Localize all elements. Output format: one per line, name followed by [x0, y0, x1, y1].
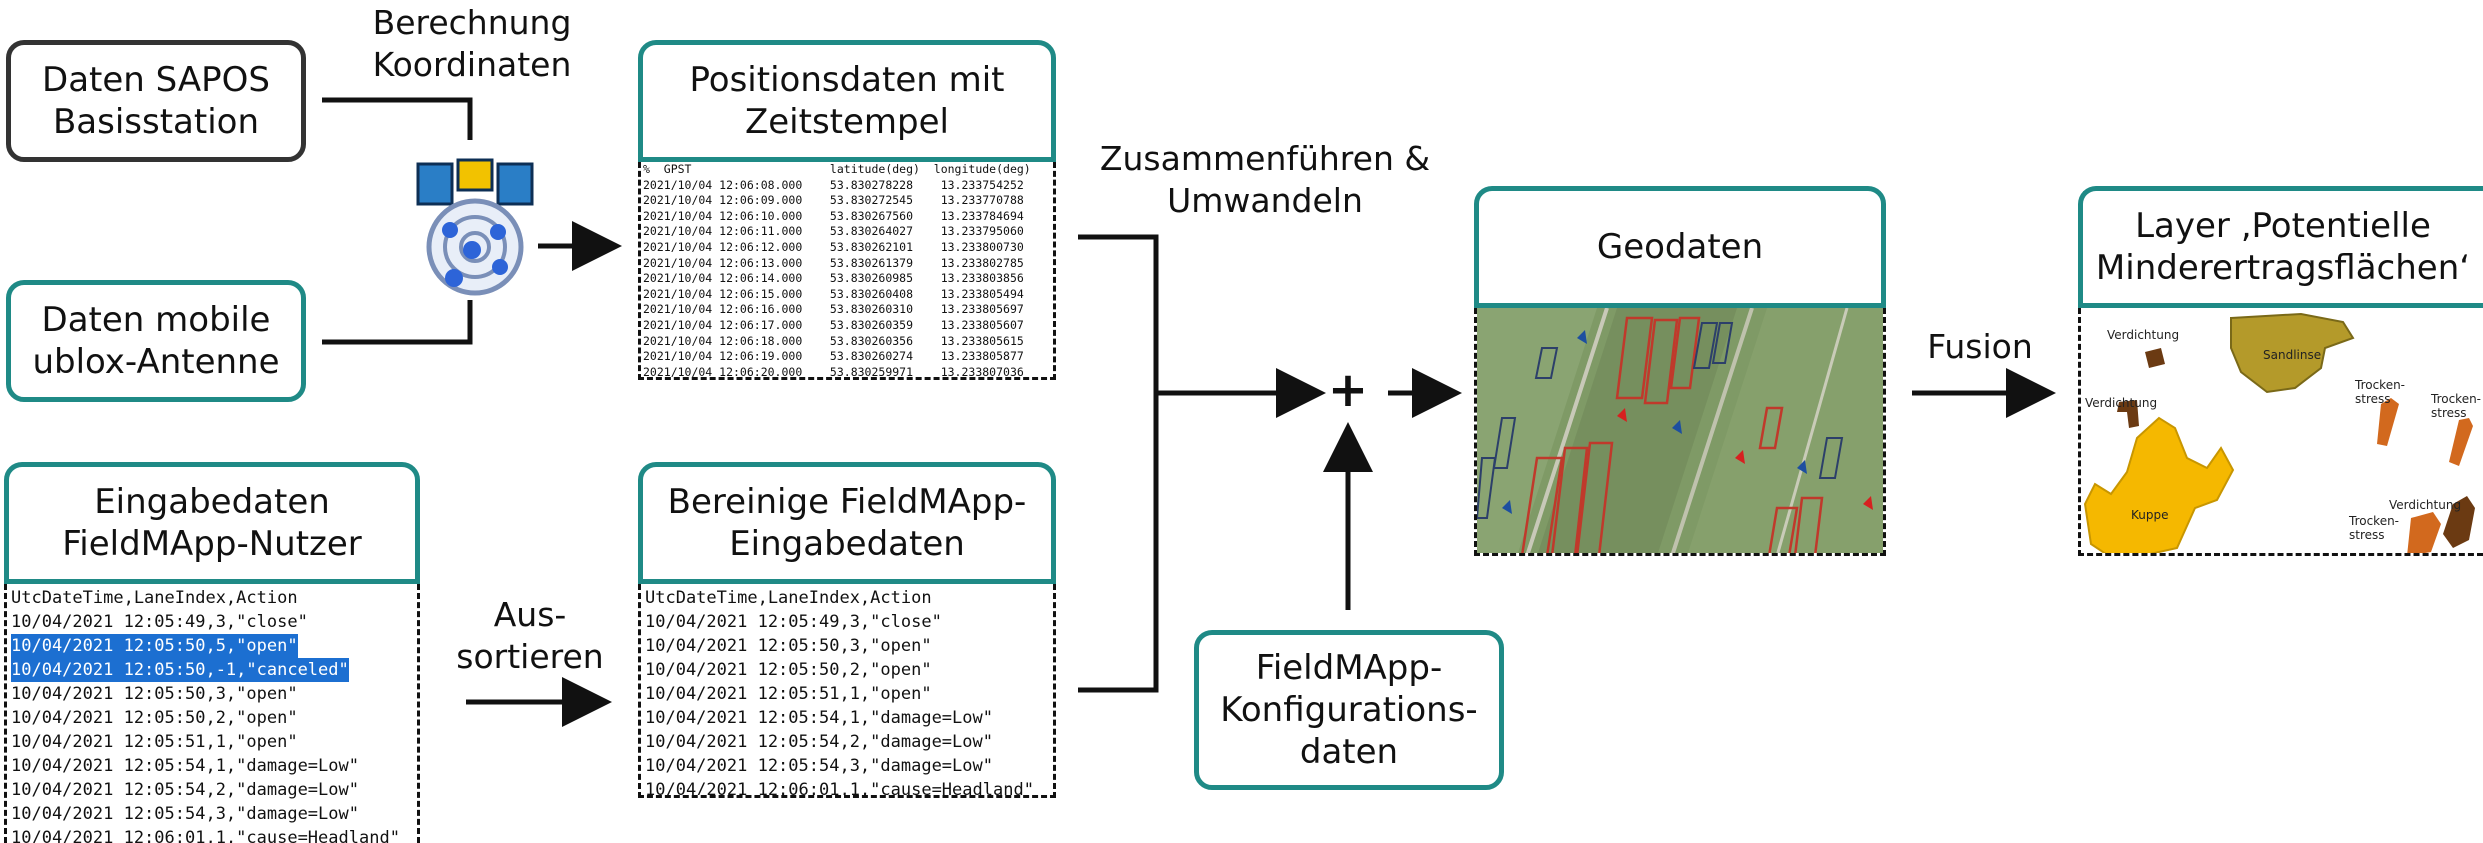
sapos-data-box: Daten SAPOS Basisstation [6, 40, 306, 162]
geodaten-header: Geodaten [1474, 186, 1886, 308]
input-title: Eingabedaten FieldMApp-Nutzer [62, 482, 362, 564]
cleaned-lines: UtcDateTime,LaneIndex,Action 10/04/2021 1… [641, 584, 1053, 798]
positions-lines: % GPST latitude(deg) longitude(deg)2021/… [641, 162, 1053, 379]
positions-row: 2021/10/04 12:06:12.000 53.830262101 13.… [643, 239, 1024, 254]
positions-header: Positionsdaten mit Zeitstempel [638, 40, 1056, 162]
cleaned-row: 10/04/2021 12:06:01,1,"cause=Headland" [645, 780, 1034, 798]
input-row: 10/04/2021 12:05:49,3,"close" [11, 612, 308, 632]
positions-row: 2021/10/04 12:06:11.000 53.830264027 13.… [643, 224, 1024, 239]
cleaned-row: 10/04/2021 12:05:49,3,"close" [645, 612, 942, 632]
fusion-label: Fusion [1927, 327, 2033, 366]
input-row: 10/04/2021 12:05:50,2,"open" [11, 708, 298, 728]
cleaned-title: Bereinige FieldMApp- Eingabedaten [667, 482, 1027, 564]
input-row: UtcDateTime,LaneIndex,Action [11, 588, 298, 608]
layer-header: Layer ‚Potentielle Minderertragsflächen‘ [2078, 186, 2483, 308]
sapos-label: Daten SAPOS Basisstation [42, 60, 270, 142]
positions-row: 2021/10/04 12:06:18.000 53.830260356 13.… [643, 333, 1024, 348]
input-row: 10/04/2021 12:05:54,3,"damage=Low" [11, 804, 359, 824]
field-map-image [1477, 308, 1883, 553]
berechnung-label: Berechnung Koordinaten [372, 3, 572, 84]
merge-label: Zusammenführen & Umwandeln [1099, 139, 1431, 220]
input-row: 10/04/2021 12:05:51,1,"open" [11, 732, 298, 752]
cleaned-row: 10/04/2021 12:05:54,2,"damage=Low" [645, 732, 993, 752]
label-verdichtung-1: Verdichtung [2107, 328, 2180, 342]
input-row: 10/04/2021 12:05:54,1,"damage=Low" [11, 756, 359, 776]
cleaned-row: 10/04/2021 12:05:50,3,"open" [645, 636, 932, 656]
input-table: UtcDateTime,LaneIndex,Action 10/04/2021 1… [4, 584, 420, 843]
positions-row: 2021/10/04 12:06:15.000 53.830260408 13.… [643, 286, 1024, 301]
label-sandlinse: Sandlinse [2263, 348, 2322, 362]
layer-title: Layer ‚Potentielle Minderertragsflächen‘ [2095, 206, 2471, 288]
input-lines: UtcDateTime,LaneIndex,Action 10/04/2021 1… [7, 584, 417, 843]
positions-row: 2021/10/04 12:06:14.000 53.830260985 13.… [643, 271, 1024, 286]
aussortieren-label: Aus- sortieren [456, 595, 604, 676]
config-label: FieldMApp- Konfigurations- daten [1220, 648, 1478, 772]
positions-title: Positionsdaten mit Zeitstempel [689, 60, 1005, 142]
mobile-label: Daten mobile ublox-Antenne [32, 300, 280, 382]
label-verdichtung-3: Verdichtung [2389, 498, 2462, 512]
connector-sapos [322, 97, 473, 140]
positions-row: 2021/10/04 12:06:10.000 53.830267560 13.… [643, 208, 1024, 223]
plus-symbol: + [1327, 362, 1369, 418]
cleaned-header: Bereinige FieldMApp- Eingabedaten [638, 462, 1056, 584]
shape-verdichtung-2 [2117, 400, 2139, 428]
input-row: 10/04/2021 12:05:54,2,"damage=Low" [11, 780, 359, 800]
label-verdichtung-2: Verdichtung [2085, 396, 2158, 410]
shape-trocken-1 [2377, 398, 2399, 446]
positions-table: % GPST latitude(deg) longitude(deg)2021/… [638, 162, 1056, 380]
shape-kuppe [2083, 416, 2235, 553]
positions-row: 2021/10/04 12:06:16.000 53.830260310 13.… [643, 302, 1024, 317]
connector-mobile [322, 300, 473, 345]
input-row: 10/04/2021 12:05:50,5,"open" [11, 634, 298, 658]
input-row: 10/04/2021 12:05:50,3,"open" [11, 684, 298, 704]
label-trocken-1: Trocken- stress [2355, 378, 2406, 406]
shape-trocken-3 [2407, 512, 2441, 553]
label-kuppe: Kuppe [2131, 508, 2169, 522]
cleaned-row: 10/04/2021 12:05:51,1,"open" [645, 684, 932, 704]
positions-row: 2021/10/04 12:06:20.000 53.830259971 13.… [643, 364, 1024, 379]
shape-verdichtung-3 [2443, 496, 2475, 548]
shape-trocken-2 [2449, 418, 2473, 466]
cleaned-row: 10/04/2021 12:05:50,2,"open" [645, 660, 932, 680]
shape-sandlinse [2230, 312, 2355, 394]
cleaned-row: UtcDateTime,LaneIndex,Action [645, 588, 932, 608]
satellite-antenna-icon [416, 158, 534, 296]
config-box: FieldMApp- Konfigurations- daten [1194, 630, 1504, 790]
geodaten-title: Geodaten [1596, 227, 1764, 267]
input-header: Eingabedaten FieldMApp-Nutzer [4, 462, 420, 584]
label-trocken-3: Trocken- stress [2349, 514, 2400, 542]
layer-map: Verdichtung Sandlinse Verdichtung Trocke… [2078, 308, 2483, 556]
mobile-data-box: Daten mobile ublox-Antenne [6, 280, 306, 402]
cleaned-table: UtcDateTime,LaneIndex,Action 10/04/2021 1… [638, 584, 1056, 798]
input-row: 10/04/2021 12:06:01,1,"cause=Headland" [11, 828, 400, 843]
input-row: 10/04/2021 12:05:50,-1,"canceled" [11, 658, 349, 682]
positions-row: 2021/10/04 12:06:19.000 53.830260274 13.… [643, 349, 1024, 364]
connector-positions-merge [1078, 234, 1159, 693]
geodaten-map [1474, 308, 1886, 556]
label-trocken-2: Trocken- stress [2431, 392, 2482, 420]
positions-row: 2021/10/04 12:06:13.000 53.830261379 13.… [643, 255, 1024, 270]
cleaned-row: 10/04/2021 12:05:54,3,"damage=Low" [645, 756, 993, 776]
positions-row: 2021/10/04 12:06:17.000 53.830260359 13.… [643, 317, 1024, 332]
positions-row: 2021/10/04 12:06:08.000 53.830278228 13.… [643, 177, 1024, 192]
positions-row: % GPST latitude(deg) longitude(deg) [643, 162, 1031, 176]
positions-row: 2021/10/04 12:06:09.000 53.830272545 13.… [643, 193, 1024, 208]
shape-verdichtung-1 [2145, 348, 2165, 368]
cleaned-row: 10/04/2021 12:05:54,1,"damage=Low" [645, 708, 993, 728]
yield-layer-map [2083, 312, 2475, 553]
